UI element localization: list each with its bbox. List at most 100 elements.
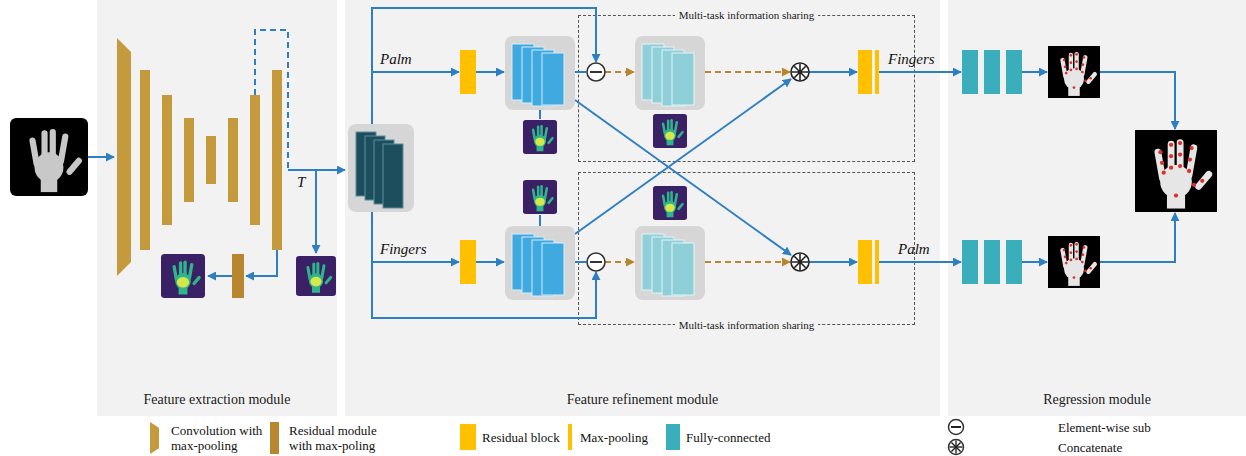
feature-stack-second bbox=[662, 240, 684, 296]
branch-label: Fingers bbox=[888, 51, 935, 67]
feature-stack-second bbox=[652, 237, 674, 293]
branch-lines bbox=[1022, 71, 1047, 73]
feature-stack-second bbox=[642, 44, 694, 296]
pose-output bbox=[1048, 236, 1100, 288]
encoder-decoder bbox=[272, 70, 282, 250]
concatenate-symbol bbox=[791, 63, 809, 81]
node-text: Feature refinement module bbox=[567, 391, 719, 408]
sharing-arrows bbox=[605, 261, 634, 263]
feature-stack-second bbox=[642, 234, 664, 290]
subtract-symbol bbox=[587, 63, 605, 271]
branch-lines bbox=[372, 8, 1175, 318]
node-text: Multi-task information sharing bbox=[675, 318, 819, 332]
residual-block bbox=[858, 240, 872, 284]
sharing-arrows bbox=[605, 72, 790, 262]
legend-swatch bbox=[150, 422, 159, 454]
feature-stack-second bbox=[672, 243, 694, 295]
residual-module bbox=[232, 254, 244, 298]
max-pooling bbox=[875, 50, 879, 94]
subtract-symbol bbox=[590, 71, 602, 73]
encoder-decoder bbox=[117, 38, 282, 276]
skip-connection bbox=[208, 30, 345, 276]
branch-lines bbox=[575, 261, 586, 263]
legend-item: Max-pooling bbox=[568, 424, 648, 450]
heatmap bbox=[653, 186, 687, 220]
node-text: Multi-task information sharing bbox=[675, 8, 819, 22]
input-depth-image bbox=[10, 118, 88, 196]
module-panel: Feature refinement module Multi-task info… bbox=[345, 0, 940, 416]
feature-stack-second bbox=[635, 36, 705, 110]
residual-block bbox=[460, 50, 476, 94]
skip-connection bbox=[255, 30, 288, 168]
encoder-decoder bbox=[117, 38, 131, 276]
branch-lines bbox=[372, 71, 459, 73]
symbol-stroke bbox=[951, 426, 961, 428]
residual-block bbox=[460, 50, 872, 284]
subtract-symbol bbox=[587, 253, 605, 271]
legend-item: Fully-connected bbox=[666, 424, 770, 450]
flow-arrows bbox=[88, 156, 114, 158]
skip-connection bbox=[246, 250, 277, 276]
symbol-ring bbox=[949, 420, 964, 435]
residual-block bbox=[858, 50, 872, 94]
symbol-stroke bbox=[951, 442, 960, 451]
branch-label-holder: Fingers bbox=[380, 240, 427, 258]
feature-map-stack bbox=[348, 124, 414, 212]
feature-map-stack bbox=[383, 144, 403, 208]
encoder-decoder bbox=[250, 95, 260, 225]
max-pooling bbox=[875, 240, 879, 284]
branch-label-holder: Palm bbox=[898, 240, 930, 258]
concatenate-symbol bbox=[791, 63, 809, 271]
flow-arrows bbox=[88, 156, 114, 158]
branch-lines bbox=[575, 71, 586, 73]
branch-lines bbox=[372, 212, 596, 318]
residual-module bbox=[232, 254, 244, 298]
skip-connection bbox=[288, 169, 345, 171]
feature-map-stack bbox=[365, 136, 385, 200]
fully-connected bbox=[984, 240, 1000, 284]
subtract-symbol bbox=[590, 261, 602, 263]
feature-map-stack bbox=[348, 124, 414, 212]
symbol-stroke bbox=[951, 442, 960, 451]
feature-map-stack bbox=[356, 132, 376, 196]
heatmap bbox=[161, 254, 205, 298]
feature-stack-second bbox=[635, 226, 705, 300]
branch-lines bbox=[372, 8, 596, 124]
sharing-arrows bbox=[705, 261, 790, 263]
heatmap bbox=[296, 256, 336, 296]
fully-connected bbox=[1006, 50, 1022, 94]
branch-lines bbox=[879, 71, 961, 73]
legend-item: Residual module with max-poling bbox=[270, 422, 397, 454]
pose-output bbox=[1135, 130, 1217, 212]
feature-stack-first bbox=[512, 44, 534, 100]
branch-lines bbox=[575, 100, 791, 255]
feature-stack-second bbox=[652, 47, 674, 103]
branch-lines bbox=[809, 261, 857, 263]
skip-connection bbox=[208, 275, 232, 277]
heatmap bbox=[653, 114, 687, 148]
branch-label: Palm bbox=[898, 241, 930, 257]
sharing-box: Multi-task information sharing bbox=[578, 172, 915, 325]
branch-lines bbox=[1100, 213, 1175, 262]
fully-connected bbox=[962, 50, 978, 94]
feature-stack-first bbox=[505, 36, 575, 300]
residual-block bbox=[460, 240, 476, 284]
legend-text: Residual module with max-poling bbox=[289, 423, 397, 453]
encoder-decoder bbox=[184, 118, 194, 202]
feature-stack-first bbox=[532, 50, 554, 106]
legend-item: Convolution with max-pooling bbox=[150, 422, 279, 454]
concatenate-symbol bbox=[792, 64, 808, 80]
branch-lines bbox=[809, 71, 857, 73]
branch-label-holder: Fingers bbox=[888, 50, 935, 68]
heatmap bbox=[523, 180, 557, 214]
legend-text: Convolution with max-pooling bbox=[171, 423, 279, 453]
heatmap bbox=[161, 114, 687, 298]
concatenate-symbol bbox=[791, 253, 809, 271]
branch-lines bbox=[879, 261, 961, 263]
heatmap bbox=[523, 120, 557, 154]
concatenate-symbol bbox=[792, 254, 808, 270]
branch-lines bbox=[372, 261, 459, 263]
